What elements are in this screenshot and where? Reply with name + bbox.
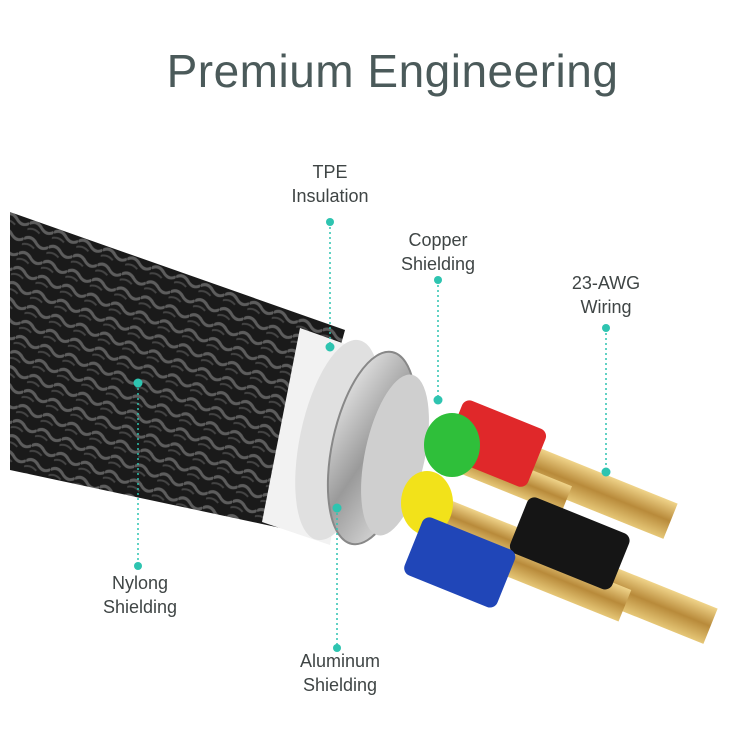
label-aluminum-shielding: Aluminum Shielding xyxy=(240,649,440,697)
label-line: Nylong xyxy=(111,573,169,593)
nylon-braid xyxy=(10,212,345,530)
label-line: Wiring xyxy=(580,297,632,317)
callout-dot xyxy=(434,276,442,284)
label-copper-shielding: Copper Shielding xyxy=(338,228,538,276)
label-tpe-insulation: TPE Insulation xyxy=(230,160,430,208)
callout-dot xyxy=(134,562,142,570)
label-line: Shielding xyxy=(302,675,378,695)
callout-dot xyxy=(602,324,610,332)
label-line: TPE xyxy=(312,162,348,182)
label-line: Insulation xyxy=(291,186,369,206)
wires xyxy=(401,400,630,608)
label-line: 23-AWG xyxy=(571,273,641,293)
callout-dot xyxy=(133,378,143,388)
label-line: Shielding xyxy=(400,254,476,274)
callout-dot xyxy=(326,218,334,226)
callout-dot xyxy=(601,467,611,477)
callout-dot xyxy=(325,342,335,352)
label-line: Copper xyxy=(408,230,468,250)
callout-dot xyxy=(433,395,443,405)
label-nylon-shielding: Nylong Shielding xyxy=(40,571,240,619)
label-line: Shielding xyxy=(102,597,178,617)
label-line: Aluminum xyxy=(299,651,381,671)
label-23awg-wiring: 23-AWG Wiring xyxy=(506,271,706,319)
page-title: Premium Engineering xyxy=(166,45,619,97)
callout-dot xyxy=(333,644,341,652)
callout-dot xyxy=(332,503,342,513)
